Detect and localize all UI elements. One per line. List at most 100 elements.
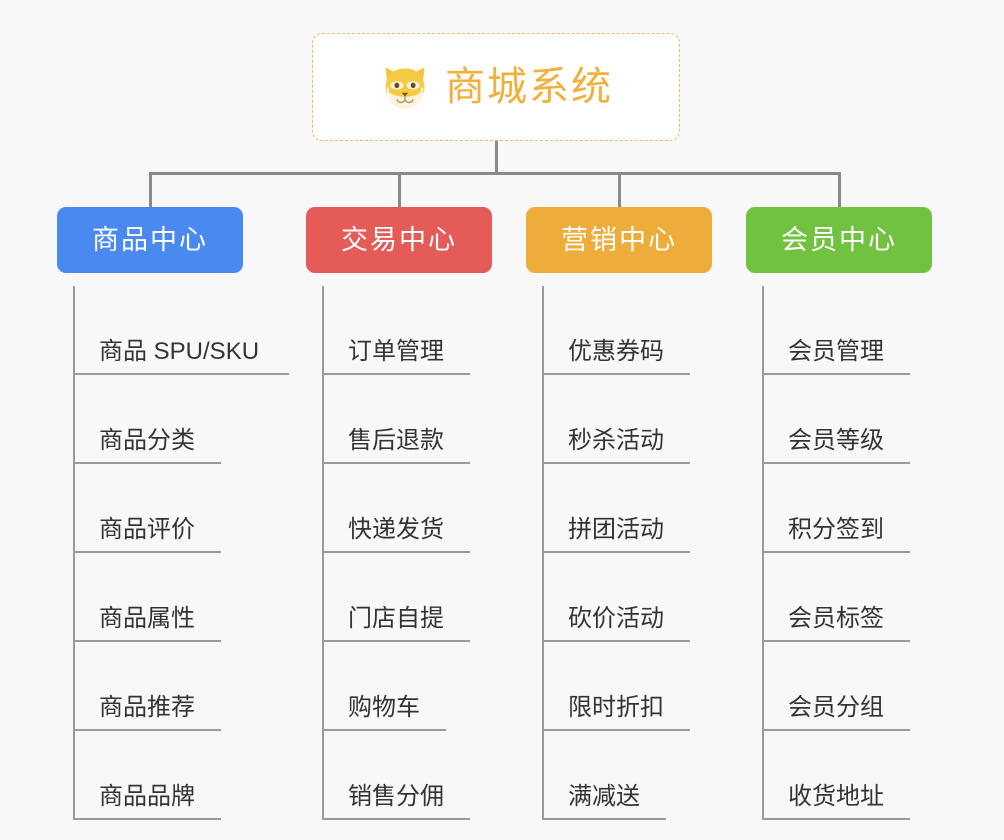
category-header-3[interactable]: 营销中心 bbox=[526, 207, 712, 273]
connector-drop-4 bbox=[838, 172, 841, 208]
leaf-list-3: 优惠券码 秒杀活动 拼团活动 砍价活动 限时折扣 满减送 bbox=[526, 286, 712, 820]
leaf-item-label: 商品分类 bbox=[99, 427, 195, 454]
leaf-list-2: 订单管理 售后退款 快递发货 门店自提 购物车 销售分佣 bbox=[306, 286, 492, 820]
leaf-item[interactable]: 订单管理 bbox=[322, 286, 492, 375]
leaf-list-4: 会员管理 会员等级 积分签到 会员标签 会员分组 收货地址 bbox=[746, 286, 932, 820]
category-header-2[interactable]: 交易中心 bbox=[306, 207, 492, 273]
leaf-item-label: 商品推荐 bbox=[99, 694, 195, 721]
leaf-item-label: 会员标签 bbox=[788, 605, 884, 632]
connector-horizontal-bus bbox=[149, 172, 841, 175]
leaf-item[interactable]: 会员分组 bbox=[762, 642, 932, 731]
leaf-item-label: 优惠券码 bbox=[568, 338, 664, 365]
leaf-underline bbox=[542, 640, 690, 642]
leaf-item-label: 商品品牌 bbox=[99, 783, 195, 810]
leaf-underline bbox=[542, 373, 690, 375]
leaf-underline bbox=[762, 729, 910, 731]
leaf-item[interactable]: 商品评价 bbox=[73, 464, 243, 553]
leaf-item-label: 快递发货 bbox=[348, 516, 444, 543]
category-column-2: 交易中心 订单管理 售后退款 快递发货 门店自提 购物车 bbox=[306, 207, 492, 820]
leaf-item-label: 积分签到 bbox=[788, 516, 884, 543]
leaf-item[interactable]: 商品 SPU/SKU bbox=[73, 286, 289, 375]
leaf-item-label: 秒杀活动 bbox=[568, 427, 664, 454]
category-header-label: 商品中心 bbox=[92, 224, 208, 255]
category-header-label: 交易中心 bbox=[341, 224, 457, 255]
category-column-4: 会员中心 会员管理 会员等级 积分签到 会员标签 会员分组 bbox=[746, 207, 932, 820]
leaf-item-label: 购物车 bbox=[348, 694, 420, 721]
category-column-3: 营销中心 优惠券码 秒杀活动 拼团活动 砍价活动 限时折扣 bbox=[526, 207, 712, 820]
leaf-underline bbox=[322, 462, 470, 464]
leaf-item-label: 门店自提 bbox=[348, 605, 444, 632]
root-node[interactable]: 商城系统 bbox=[312, 33, 680, 141]
leaf-item[interactable]: 拼团活动 bbox=[542, 464, 712, 553]
leaf-item[interactable]: 会员标签 bbox=[762, 553, 932, 642]
leaf-underline bbox=[73, 640, 221, 642]
leaf-item[interactable]: 商品品牌 bbox=[73, 731, 243, 820]
connector-drop-2 bbox=[398, 172, 401, 208]
leaf-item-label: 会员分组 bbox=[788, 694, 884, 721]
leaf-underline bbox=[542, 818, 666, 820]
leaf-underline bbox=[542, 729, 690, 731]
connector-drop-1 bbox=[149, 172, 152, 208]
leaf-item-label: 商品 SPU/SKU bbox=[99, 338, 260, 365]
leaf-item[interactable]: 商品推荐 bbox=[73, 642, 243, 731]
leaf-item[interactable]: 快递发货 bbox=[322, 464, 492, 553]
leaf-underline bbox=[762, 373, 910, 375]
leaf-item[interactable]: 砍价活动 bbox=[542, 553, 712, 642]
leaf-item[interactable]: 限时折扣 bbox=[542, 642, 712, 731]
leaf-item-label: 售后退款 bbox=[348, 427, 444, 454]
connector-drop-3 bbox=[618, 172, 621, 208]
leaf-item[interactable]: 优惠券码 bbox=[542, 286, 712, 375]
category-header-1[interactable]: 商品中心 bbox=[57, 207, 243, 273]
leaf-item-label: 拼团活动 bbox=[568, 516, 664, 543]
leaf-item[interactable]: 秒杀活动 bbox=[542, 375, 712, 464]
leaf-underline bbox=[73, 373, 289, 375]
leaf-underline bbox=[322, 729, 446, 731]
leaf-item[interactable]: 积分签到 bbox=[762, 464, 932, 553]
leaf-item[interactable]: 门店自提 bbox=[322, 553, 492, 642]
category-header-4[interactable]: 会员中心 bbox=[746, 207, 932, 273]
leaf-item[interactable]: 会员管理 bbox=[762, 286, 932, 375]
leaf-underline bbox=[322, 373, 470, 375]
leaf-spine bbox=[762, 286, 764, 820]
leaf-underline bbox=[322, 551, 470, 553]
leaf-item[interactable]: 商品分类 bbox=[73, 375, 243, 464]
leaf-item-label: 商品评价 bbox=[99, 516, 195, 543]
leaf-underline bbox=[73, 818, 221, 820]
leaf-item[interactable]: 销售分佣 bbox=[322, 731, 492, 820]
leaf-underline bbox=[73, 551, 221, 553]
leaf-underline bbox=[762, 551, 910, 553]
leaf-item[interactable]: 满减送 bbox=[542, 731, 712, 820]
leaf-spine bbox=[73, 286, 75, 820]
category-header-label: 会员中心 bbox=[781, 224, 897, 255]
leaf-item-label: 商品属性 bbox=[99, 605, 195, 632]
leaf-spine bbox=[322, 286, 324, 820]
leaf-underline bbox=[762, 818, 910, 820]
root-title: 商城系统 bbox=[445, 65, 613, 109]
leaf-underline bbox=[322, 818, 470, 820]
leaf-item[interactable]: 购物车 bbox=[322, 642, 492, 731]
shiba-dog-face-icon bbox=[385, 67, 425, 109]
category-column-1: 商品中心 商品 SPU/SKU 商品分类 商品评价 商品属性 商品推荐 bbox=[57, 207, 289, 820]
leaf-item-label: 收货地址 bbox=[788, 783, 884, 810]
leaf-item-label: 砍价活动 bbox=[568, 605, 664, 632]
leaf-item-label: 订单管理 bbox=[348, 338, 444, 365]
leaf-underline bbox=[73, 729, 221, 731]
category-header-label: 营销中心 bbox=[561, 224, 677, 255]
leaf-item[interactable]: 商品属性 bbox=[73, 553, 243, 642]
leaf-list-1: 商品 SPU/SKU 商品分类 商品评价 商品属性 商品推荐 商品品牌 bbox=[57, 286, 289, 820]
leaf-underline bbox=[73, 462, 221, 464]
leaf-item[interactable]: 售后退款 bbox=[322, 375, 492, 464]
leaf-underline bbox=[762, 462, 910, 464]
leaf-item-label: 会员管理 bbox=[788, 338, 884, 365]
leaf-underline bbox=[322, 640, 470, 642]
leaf-underline bbox=[542, 551, 690, 553]
connector-root-stem bbox=[495, 141, 498, 175]
leaf-item-label: 满减送 bbox=[568, 783, 640, 810]
leaf-item-label: 会员等级 bbox=[788, 427, 884, 454]
leaf-item-label: 限时折扣 bbox=[568, 694, 664, 721]
leaf-item[interactable]: 收货地址 bbox=[762, 731, 932, 820]
leaf-item[interactable]: 会员等级 bbox=[762, 375, 932, 464]
leaf-underline bbox=[542, 462, 690, 464]
leaf-spine bbox=[542, 286, 544, 820]
